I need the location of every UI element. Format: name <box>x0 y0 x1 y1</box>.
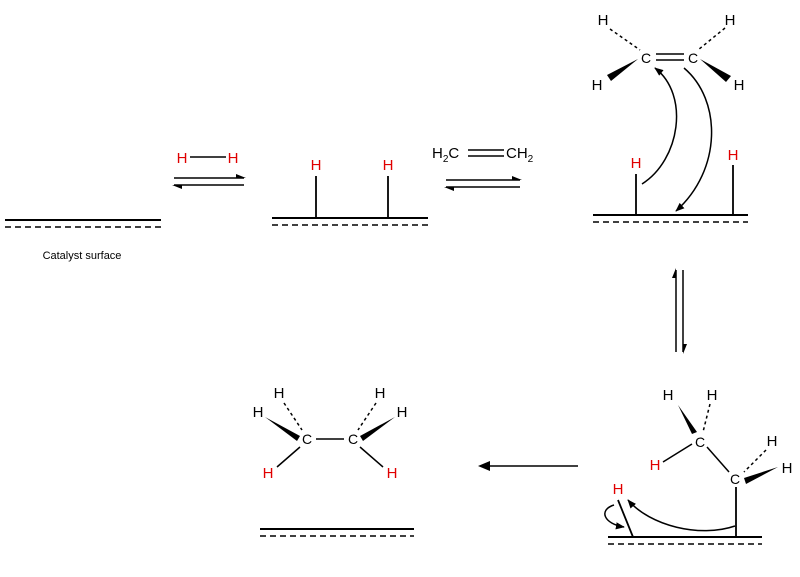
carbon-lower: C <box>730 471 740 487</box>
added-hydrogen: H <box>650 457 661 474</box>
wedge-bond <box>607 59 638 81</box>
ethane-hydrogen: H <box>274 385 285 402</box>
wedge-bond <box>678 405 697 434</box>
stage-ethane-product: C C H H H H H H <box>253 385 414 537</box>
dashed-bond <box>609 28 641 51</box>
hydrogen: H <box>707 387 718 404</box>
wedge-bond <box>265 417 300 441</box>
surface-h-bond <box>617 499 634 538</box>
ethane-carbon-left: C <box>302 431 312 447</box>
c-h-bond <box>662 443 693 463</box>
ethane-added-hydrogen: H <box>263 465 274 482</box>
ethene-hydrogen: H <box>592 77 603 94</box>
dashed-bond <box>283 402 303 431</box>
h2-hydrogen-right: H <box>228 150 239 167</box>
wedge-bond <box>744 467 778 484</box>
surface-hydrogen-left: H <box>631 155 642 172</box>
equilibrium-arrow-3 <box>672 268 687 354</box>
curved-arrow-bond-to-surface <box>675 67 713 212</box>
ethane-hydrogen: H <box>375 385 386 402</box>
wedge-bond <box>360 417 395 441</box>
dashed-bond <box>702 403 711 433</box>
dashed-bond <box>357 402 377 431</box>
dashed-bond <box>697 27 726 51</box>
ethane-carbon-right: C <box>348 431 358 447</box>
catalyst-surface-label: Catalyst surface <box>43 250 122 262</box>
carbon-upper: C <box>695 434 705 450</box>
stage-ethene-approach: H H C C H H H H <box>592 12 748 223</box>
ethene-h2-left: H2C <box>432 145 459 165</box>
stage-bare-surface: Catalyst surface <box>5 219 161 262</box>
ethene-formula: H2C CH2 <box>432 145 534 165</box>
surface-hydrogen: H <box>613 481 624 498</box>
surface-hydrogen-right: H <box>728 147 739 164</box>
ethene-ch2-right: CH2 <box>506 145 534 165</box>
curved-arrow-bond-formation <box>641 67 678 185</box>
stage-adsorbed-hydrogen: H H <box>272 157 428 226</box>
ethene-hydrogen: H <box>734 77 745 94</box>
h2-molecule: H H <box>177 150 239 167</box>
hydrogen: H <box>767 433 778 450</box>
c-h-bond <box>359 446 384 468</box>
curved-arrow-bond-formation <box>627 499 736 532</box>
ethane-hydrogen: H <box>253 404 264 421</box>
wedge-bond <box>700 59 731 82</box>
ethene-carbon-right: C <box>688 50 698 66</box>
ethene-hydrogen: H <box>725 12 736 29</box>
dashed-bond <box>743 449 767 473</box>
curved-arrow-surface-release <box>604 504 625 530</box>
hydrogen: H <box>663 387 674 404</box>
h2-hydrogen-left: H <box>177 150 188 167</box>
stage-half-hydrogenated: C C H H H H H H <box>604 387 793 545</box>
ethane-added-hydrogen: H <box>387 465 398 482</box>
reaction-arrow-4 <box>478 461 578 471</box>
equilibrium-arrow-2 <box>444 176 522 191</box>
ethane-hydrogen: H <box>397 404 408 421</box>
adsorbed-hydrogen-left: H <box>311 157 322 174</box>
ethene-hydrogen: H <box>598 12 609 29</box>
c-c-single-bond <box>706 446 730 473</box>
c-h-bond <box>276 446 301 468</box>
hydrogen: H <box>782 460 793 477</box>
ethene-carbon-left: C <box>641 50 651 66</box>
equilibrium-arrow-1 <box>172 174 246 189</box>
adsorbed-hydrogen-right: H <box>383 157 394 174</box>
